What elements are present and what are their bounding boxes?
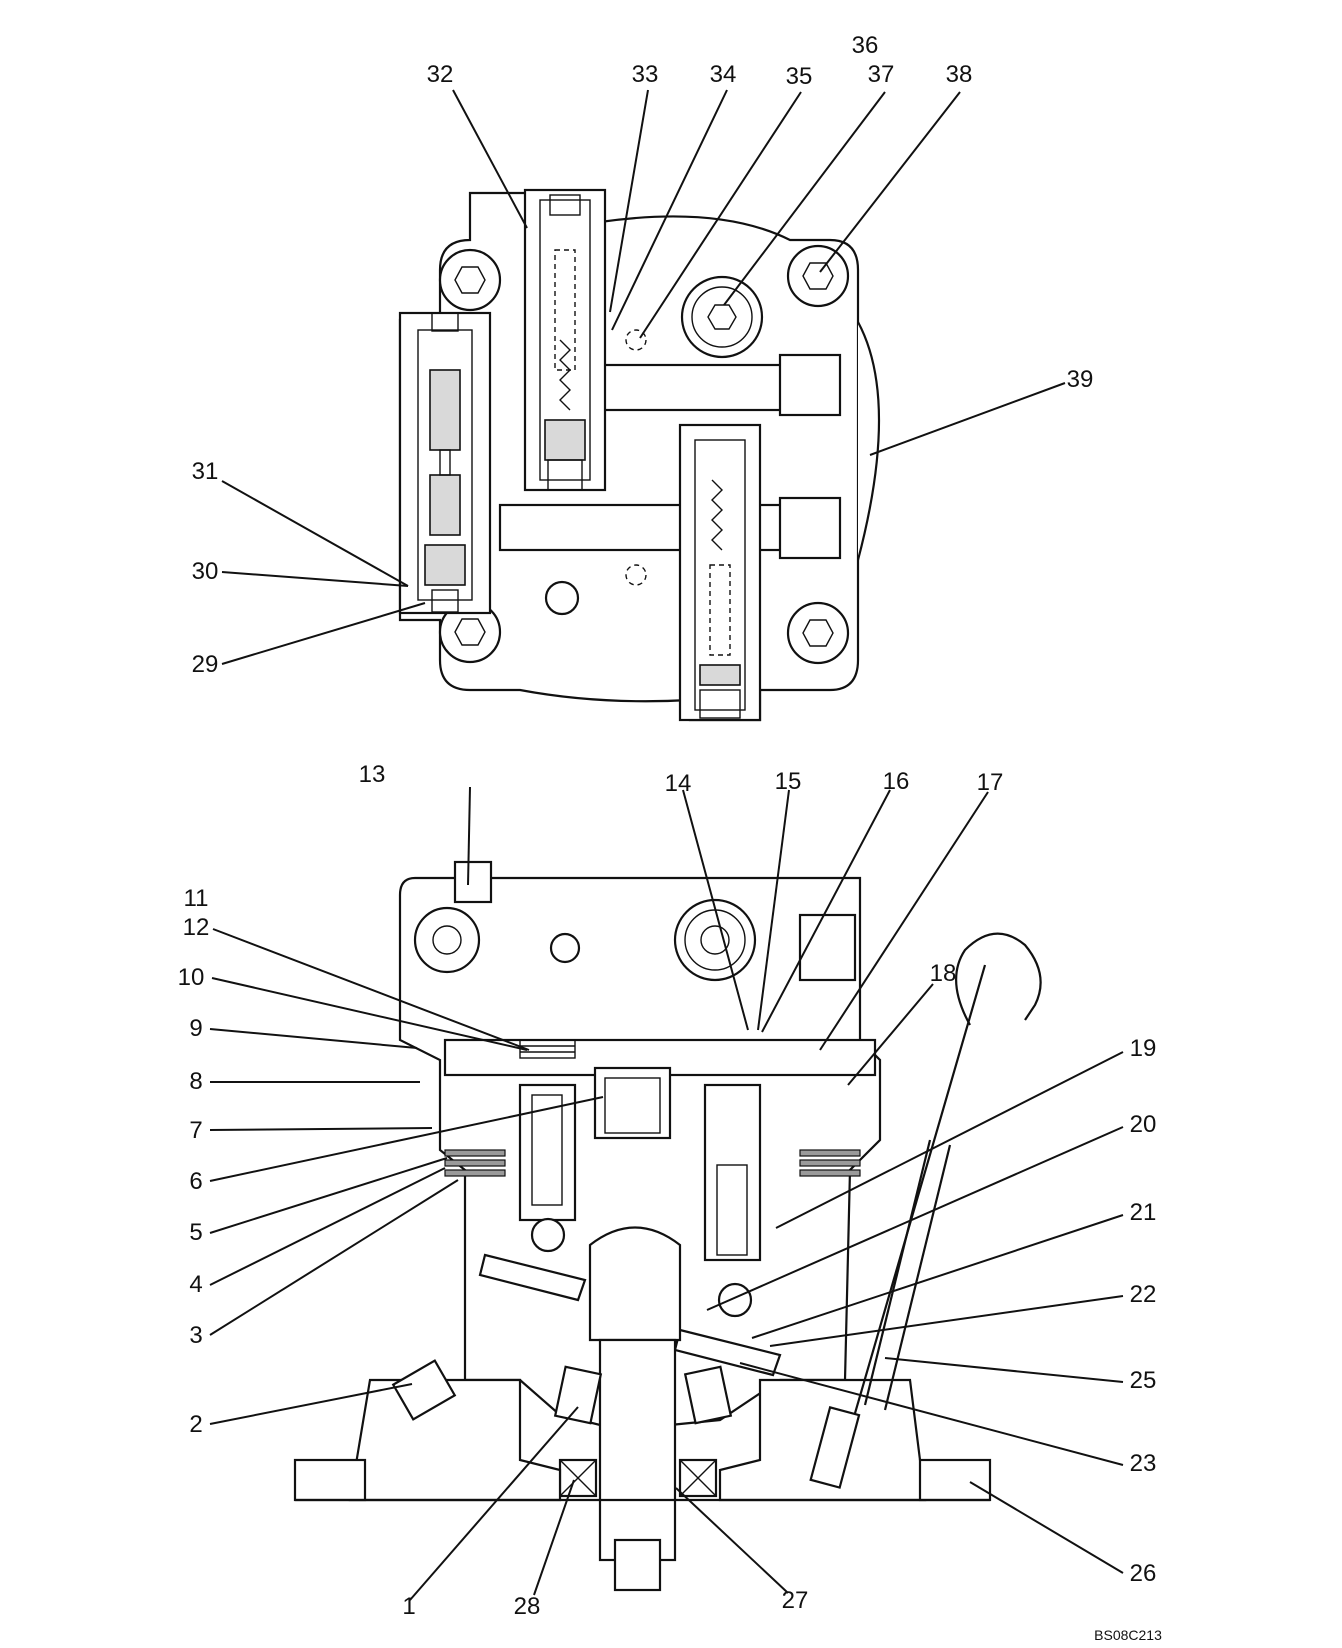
- callout-17: 17: [977, 769, 1004, 796]
- callout-22: 22: [1130, 1281, 1157, 1308]
- callout-10: 10: [178, 964, 205, 991]
- callout-34: 34: [710, 61, 737, 88]
- callout-25: 25: [1130, 1367, 1157, 1394]
- callout-7: 7: [189, 1117, 202, 1144]
- callout-30: 30: [192, 558, 219, 585]
- callout-35: 35: [786, 63, 813, 90]
- callout-19: 19: [1130, 1035, 1157, 1062]
- drawing-code: BS08C213: [1094, 1627, 1162, 1643]
- callout-3: 3: [189, 1322, 202, 1349]
- callout-11: 11: [184, 885, 209, 912]
- callout-20: 20: [1130, 1111, 1157, 1138]
- callout-33: 33: [632, 61, 659, 88]
- callout-4: 4: [189, 1271, 202, 1298]
- callouts: 36 32 33 34 35 37 38 39 31 30 29 13 14 1…: [178, 32, 1162, 1643]
- callout-12: 12: [183, 914, 210, 941]
- callout-14: 14: [665, 770, 692, 797]
- callout-21: 21: [1130, 1199, 1157, 1226]
- callout-28: 28: [514, 1593, 541, 1620]
- callout-5: 5: [189, 1219, 202, 1246]
- callout-23: 23: [1130, 1450, 1157, 1477]
- callout-29: 29: [192, 651, 219, 678]
- leader-lines: [209, 89, 1124, 1601]
- callout-18: 18: [930, 960, 957, 987]
- callout-2: 2: [189, 1411, 202, 1438]
- callout-8: 8: [189, 1068, 202, 1095]
- callout-39: 39: [1067, 366, 1094, 393]
- callout-9: 9: [189, 1015, 202, 1042]
- callout-1: 1: [402, 1593, 415, 1620]
- callout-38: 38: [946, 61, 973, 88]
- callout-16: 16: [883, 768, 910, 795]
- callout-6: 6: [189, 1168, 202, 1195]
- callout-26: 26: [1130, 1560, 1157, 1587]
- callout-13: 13: [359, 761, 386, 788]
- top-valve-block: [398, 188, 881, 722]
- callout-15: 15: [775, 768, 802, 795]
- callout-31: 31: [192, 458, 219, 485]
- callout-27: 27: [782, 1587, 809, 1614]
- callout-32: 32: [427, 61, 454, 88]
- callout-36: 36: [852, 32, 879, 59]
- callout-37: 37: [868, 61, 895, 88]
